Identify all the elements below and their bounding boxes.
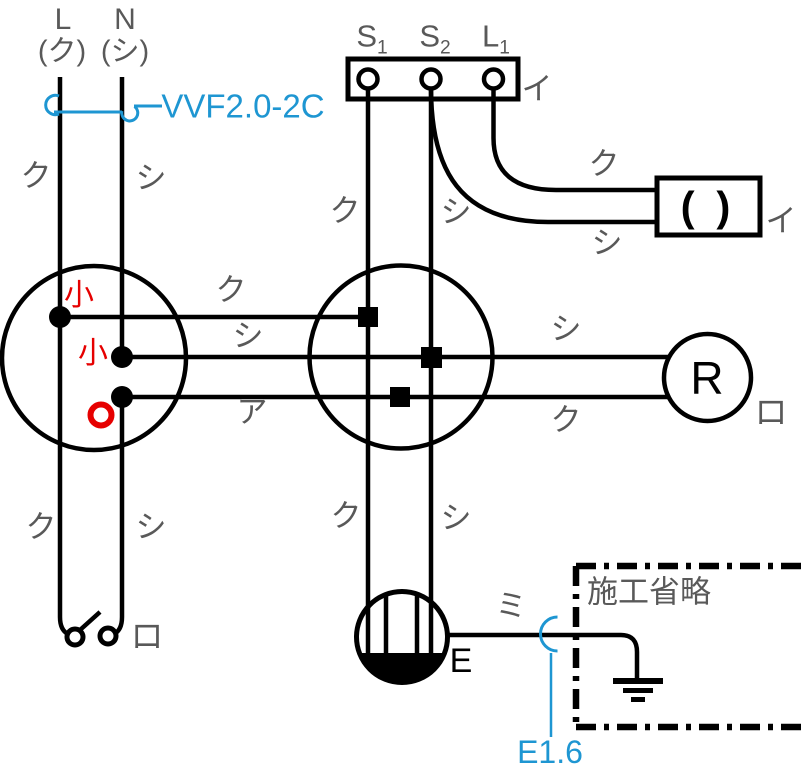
terminal-label-s2: S2 (419, 18, 451, 59)
outlet-wall-fill (359, 653, 445, 683)
wire-color-ku-left-bottom: ク (25, 509, 57, 545)
switch-blade (78, 610, 102, 632)
junction-box-left (0, 263, 189, 453)
ring-sleeve-joints (49, 306, 133, 408)
sleeve-joint-3 (111, 386, 133, 408)
terminal-label-s2-subscript: 2 (440, 37, 451, 59)
wire-color-mi-earth: ミ (495, 588, 527, 624)
rosette-symbol-text: ( ) (680, 183, 736, 230)
power-live-label: L (54, 3, 72, 36)
circuit-id-timer: イ (521, 71, 553, 107)
earth-annotation-label: E1.6 (517, 734, 583, 770)
junction-box-right (307, 263, 495, 451)
wire-color-ku-s1-top: ク (329, 193, 361, 229)
connector-joint-3 (390, 387, 410, 407)
wire-color-ku-l1-rosette: ク (588, 146, 620, 182)
power-neutral-color-label: (シ) (100, 35, 150, 68)
wire-color-shi-left-top: シ (135, 160, 167, 196)
annotations-blue (44, 93, 558, 737)
connector-joint-2 (421, 347, 442, 368)
terminal-label-l1-subscript: 1 (499, 37, 510, 59)
terminal-label-l1: L1 (482, 18, 510, 59)
outlet-earth-letter: E (449, 642, 473, 680)
circuit-id-receptacle: ロ (754, 393, 788, 431)
wire-l1-to-rosette (491, 88, 659, 193)
ceiling-rosette-box (654, 175, 763, 238)
connector-joint-1 (358, 307, 378, 327)
wire-color-ku-left-top: ク (20, 158, 52, 194)
terminal-hole-s1 (356, 67, 380, 91)
wire-s2-to-rosette (428, 87, 659, 225)
wire-source-live (57, 77, 70, 637)
cable-annotation-label: VVF2.0-2C (161, 87, 325, 125)
terminal-label-s1: S1 (356, 18, 388, 59)
terminal-hole-l1 (481, 67, 506, 91)
switch-contact-right (97, 625, 119, 647)
omitted-construction-label: 施工省略 (587, 574, 711, 610)
earth-cable-marker (539, 615, 558, 653)
outlet-slot-lines (383, 595, 420, 654)
sleeve-mark-o (87, 401, 115, 429)
power-live-color-label: (ク) (37, 35, 87, 68)
omitted-construction-box (572, 562, 802, 731)
wire-color-ku-between: ク (215, 272, 247, 308)
wire-color-shi-s2-bottom: シ (440, 500, 472, 536)
sleeve-mark-small-1: 小 (64, 279, 94, 312)
wire-color-a-between: ア (236, 394, 268, 430)
wire-color-shi-s2-rosette: シ (591, 225, 623, 261)
wire-outlet-to-earth (447, 632, 640, 679)
wire-color-shi-s2-top: シ (440, 194, 472, 230)
wire-color-ku-to-receptacle: ク (550, 402, 582, 438)
sleeve-joint-2 (111, 346, 133, 368)
lamp-receptacle-circle (661, 331, 754, 424)
wire-color-shi-between: シ (232, 318, 264, 354)
earth-symbol (613, 678, 663, 702)
wire-color-shi-to-receptacle: シ (550, 311, 582, 347)
switch-contact-left (64, 626, 86, 648)
sleeve-joint-1 (49, 306, 71, 328)
circuit-id-rosette: イ (765, 203, 797, 239)
cable-marker-vvf (44, 93, 162, 123)
wire-color-ku-s1-bottom: ク (330, 498, 362, 534)
power-neutral-label: N (114, 3, 136, 36)
sleeve-mark-small-2: 小 (78, 337, 108, 370)
switch-device (64, 625, 119, 648)
lamp-receptacle-letter: R (690, 352, 724, 404)
terminal-hole-s2 (419, 67, 443, 91)
circuit-id-switch: ロ (130, 617, 164, 655)
omitted-box-border (572, 562, 802, 731)
terminal-label-s1-subscript: 1 (377, 37, 388, 59)
wire-switch-return (112, 397, 125, 637)
wire-color-shi-left-bottom: シ (135, 509, 167, 545)
connector-joints (358, 307, 442, 407)
